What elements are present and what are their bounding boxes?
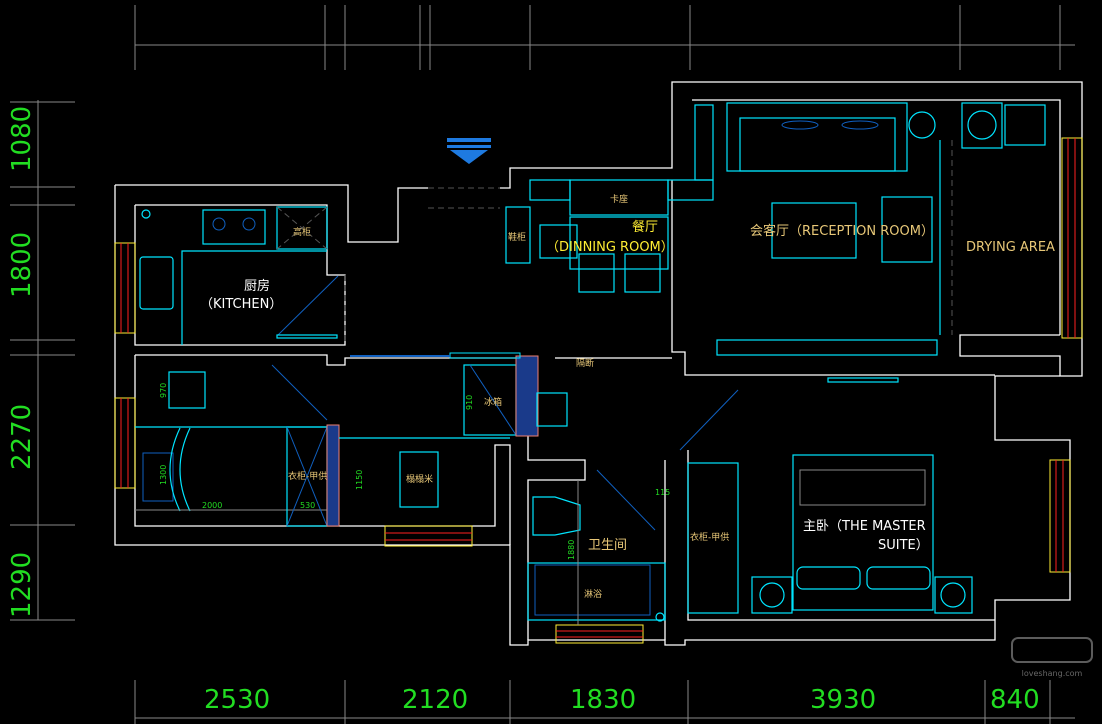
dim-970: 970 bbox=[159, 383, 168, 398]
dining-room: 卡座 鞋柜 餐厅 （DINNING ROOM） bbox=[505, 179, 714, 293]
wardrobe-right-label: 衣柜-甲供 bbox=[690, 531, 729, 543]
washer-icon bbox=[961, 102, 1003, 149]
bottom-dimension-line: 2530 2120 1830 3930 840 bbox=[134, 680, 1075, 724]
tatami-area: 榻榻米 1150 冰箱 910 隔断 bbox=[339, 352, 594, 508]
room-label-kitchen-en: （KITCHEN） bbox=[200, 297, 282, 312]
left-dim: 1800 bbox=[7, 232, 37, 298]
bottom-dim: 3930 bbox=[810, 685, 876, 715]
partition-label: 隔断 bbox=[576, 357, 594, 369]
wardrobe-left-label: 衣柜-甲供 bbox=[288, 470, 327, 482]
dim-530: 530 bbox=[300, 501, 315, 510]
room-label-master-en: SUITE） bbox=[878, 538, 929, 553]
reception-room: 会客厅（RECEPTION ROOM） DRYING AREA bbox=[694, 102, 1055, 356]
toilet-icon bbox=[532, 496, 581, 536]
kitchen: 高柜 厨房 （KITCHEN） bbox=[139, 206, 339, 345]
tatami-label: 榻榻米 bbox=[406, 473, 433, 485]
bottom-dim: 840 bbox=[990, 685, 1040, 715]
booth-label: 卡座 bbox=[610, 193, 628, 205]
shower-label: 淋浴 bbox=[584, 588, 602, 600]
room-label-kitchen: 厨房 bbox=[244, 278, 270, 294]
tall-cabinet-label: 高柜 bbox=[293, 226, 311, 238]
dim-910: 910 bbox=[465, 395, 474, 410]
dim-1300: 1300 bbox=[159, 465, 168, 485]
room-label-master: 主卧（THE MASTER bbox=[803, 519, 926, 534]
walls bbox=[114, 81, 1083, 646]
sink-icon bbox=[139, 256, 174, 310]
top-dimension-line bbox=[134, 5, 1075, 70]
windows bbox=[114, 137, 1083, 644]
entrance-arrow-icon bbox=[447, 138, 491, 164]
bed-icon bbox=[792, 454, 934, 611]
master-suite: 衣柜-甲供 主卧（THE MASTER SUITE） bbox=[687, 377, 973, 614]
room-label-dining-en: （DINNING ROOM） bbox=[546, 240, 674, 255]
watermark-logo: loveshang.com bbox=[1011, 637, 1093, 678]
left-dim: 1080 bbox=[7, 106, 37, 172]
bottom-dim: 2530 bbox=[204, 685, 270, 715]
room-label-drying: DRYING AREA bbox=[966, 240, 1055, 255]
room-label-bathroom: 卫生间 bbox=[588, 538, 627, 553]
svg-text:loveshang.com: loveshang.com bbox=[1022, 669, 1083, 678]
fridge-label: 冰箱 bbox=[484, 396, 502, 408]
bottom-dim: 1830 bbox=[570, 685, 636, 715]
stove-icon bbox=[202, 209, 266, 245]
left-dim: 1290 bbox=[7, 552, 37, 618]
dim-2000: 2000 bbox=[202, 501, 222, 510]
left-dimension-line: 1080 1800 2270 1290 bbox=[7, 100, 75, 621]
room-label-dining: 餐厅 bbox=[632, 219, 658, 235]
dim-115: 115 bbox=[655, 488, 670, 497]
sofa-icon bbox=[726, 102, 908, 172]
room-label-reception: 会客厅（RECEPTION ROOM） bbox=[750, 223, 934, 239]
bathroom: 淋浴 1880 115 卫生间 bbox=[527, 389, 739, 625]
second-bedroom: 970 1300 2000 衣柜-甲供 530 bbox=[135, 364, 340, 527]
left-dim: 2270 bbox=[7, 404, 37, 470]
bottom-dim: 2120 bbox=[402, 685, 468, 715]
dim-1880: 1880 bbox=[567, 540, 576, 560]
dim-1150: 1150 bbox=[355, 470, 364, 490]
shoe-cabinet-label: 鞋柜 bbox=[508, 231, 526, 243]
